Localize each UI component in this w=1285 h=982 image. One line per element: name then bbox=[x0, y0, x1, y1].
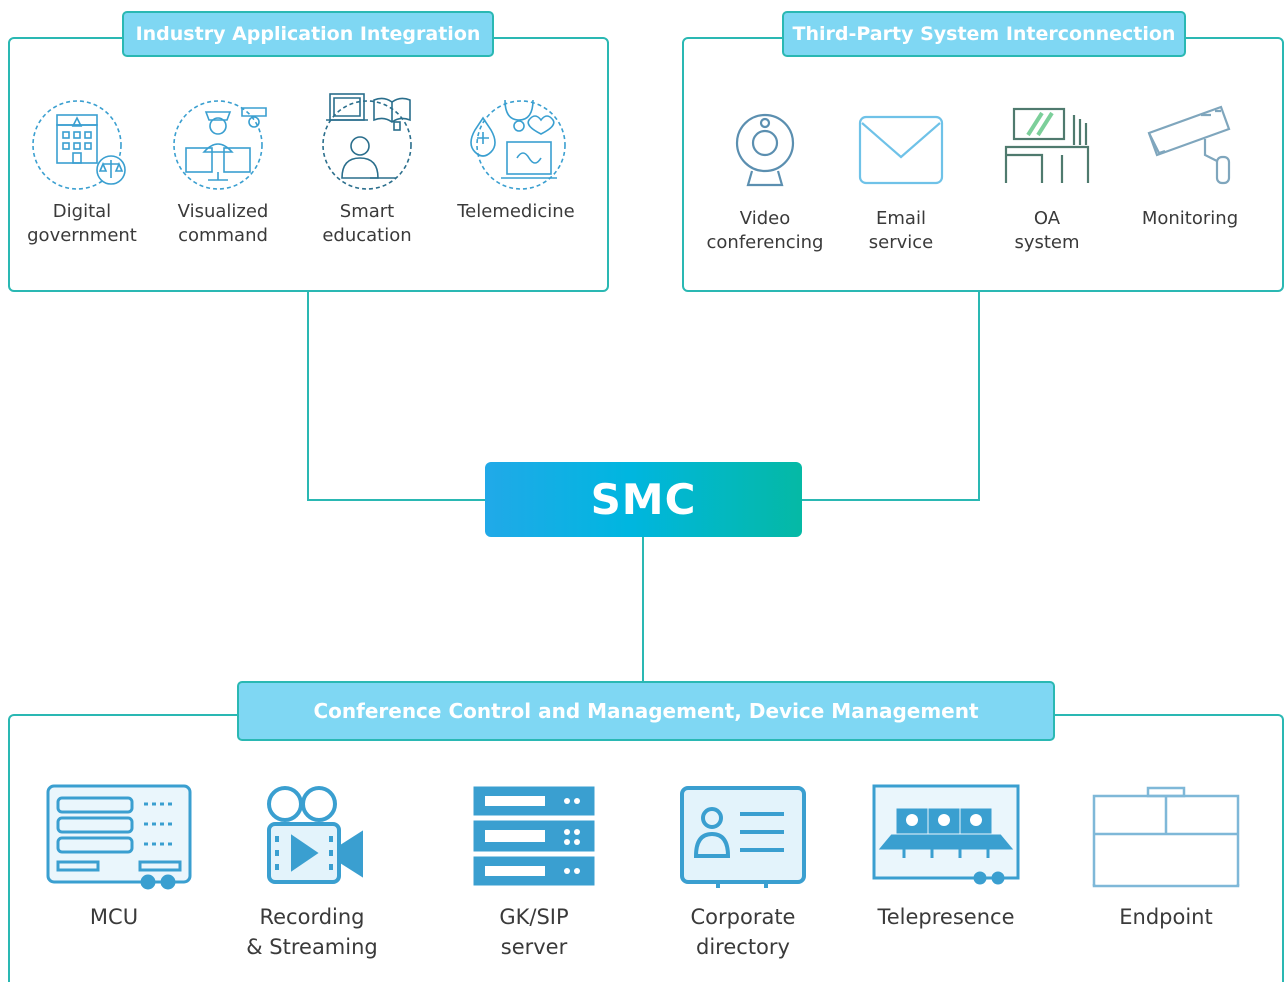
third-party-title: Third-Party System Interconnection bbox=[782, 11, 1186, 57]
telemedicine-icon bbox=[470, 99, 566, 190]
office-desk-icon bbox=[1004, 107, 1090, 183]
industry-item-telemedicine: Telemedicine bbox=[448, 90, 584, 224]
item-label-line2: system bbox=[1014, 232, 1080, 253]
item-label-line1: Digital bbox=[52, 201, 112, 222]
item-label-line1: Telemedicine bbox=[457, 201, 575, 222]
item-label-line1: Smart bbox=[339, 201, 395, 222]
government-icon bbox=[32, 100, 126, 190]
third-party-item-monitoring: Monitoring bbox=[1126, 105, 1254, 231]
webcam-icon bbox=[735, 113, 795, 187]
item-label-line1: Telepresence bbox=[877, 905, 1015, 929]
conference-title: Conference Control and Management, Devic… bbox=[237, 681, 1055, 741]
item-label-line1: Endpoint bbox=[1119, 905, 1213, 929]
connector-industry-vertical bbox=[307, 290, 309, 501]
item-label-line2: & Streaming bbox=[246, 935, 378, 959]
server-rack-icon bbox=[473, 786, 595, 886]
connector-industry-horizontal bbox=[307, 499, 487, 501]
education-icon bbox=[322, 93, 412, 190]
item-label-line2: government bbox=[27, 225, 137, 246]
item-label-line2: command bbox=[178, 225, 268, 246]
industry-item-digital-government: Digital government bbox=[14, 90, 150, 248]
conference-item-gk-sip: GK/SIP server bbox=[462, 782, 606, 962]
item-label-line1: GK/SIP bbox=[499, 905, 569, 929]
item-label-line2: service bbox=[868, 232, 934, 253]
item-label-line1: Visualized bbox=[177, 201, 269, 222]
third-party-item-email-service: Email service bbox=[838, 105, 964, 255]
industry-item-smart-education: Smart education bbox=[302, 90, 432, 248]
connector-third-party-vertical bbox=[978, 290, 980, 501]
envelope-icon bbox=[858, 115, 944, 185]
item-label-line1: OA bbox=[1033, 208, 1061, 229]
conference-item-endpoint: Endpoint bbox=[1090, 782, 1242, 932]
telepresence-icon bbox=[872, 784, 1020, 885]
endpoint-icon bbox=[1092, 786, 1240, 888]
item-label-line1: Email bbox=[876, 208, 926, 229]
conference-item-mcu: MCU bbox=[44, 782, 192, 932]
item-label-line1: MCU bbox=[89, 905, 139, 929]
connector-conference-vertical bbox=[642, 536, 644, 683]
contact-card-icon bbox=[680, 786, 806, 888]
item-label-line2: directory bbox=[696, 935, 790, 959]
mcu-icon bbox=[46, 784, 192, 890]
conference-item-recording: Recording & Streaming bbox=[242, 782, 382, 962]
item-label-line1: Video bbox=[739, 208, 791, 229]
cctv-camera-icon bbox=[1147, 105, 1231, 185]
connector-third-party-horizontal bbox=[800, 499, 980, 501]
item-label-line2: conferencing bbox=[706, 232, 824, 253]
smc-box: SMC bbox=[485, 462, 802, 537]
third-party-item-video-conferencing: Video conferencing bbox=[700, 105, 830, 255]
third-party-item-oa-system: OA system bbox=[984, 105, 1110, 255]
conference-item-telepresence: Telepresence bbox=[868, 782, 1024, 932]
item-label-line2: server bbox=[500, 935, 568, 959]
video-camera-icon bbox=[267, 786, 363, 884]
item-label-line2: education bbox=[322, 225, 412, 246]
item-label-line1: Monitoring bbox=[1141, 208, 1239, 229]
command-center-icon bbox=[173, 100, 267, 190]
conference-item-corporate-directory: Corporate directory bbox=[668, 782, 818, 962]
industry-title: Industry Application Integration bbox=[122, 11, 494, 57]
item-label-line1: Recording bbox=[259, 905, 365, 929]
item-label-line1: Corporate bbox=[690, 905, 796, 929]
industry-item-visualized-command: Visualized command bbox=[158, 90, 288, 248]
